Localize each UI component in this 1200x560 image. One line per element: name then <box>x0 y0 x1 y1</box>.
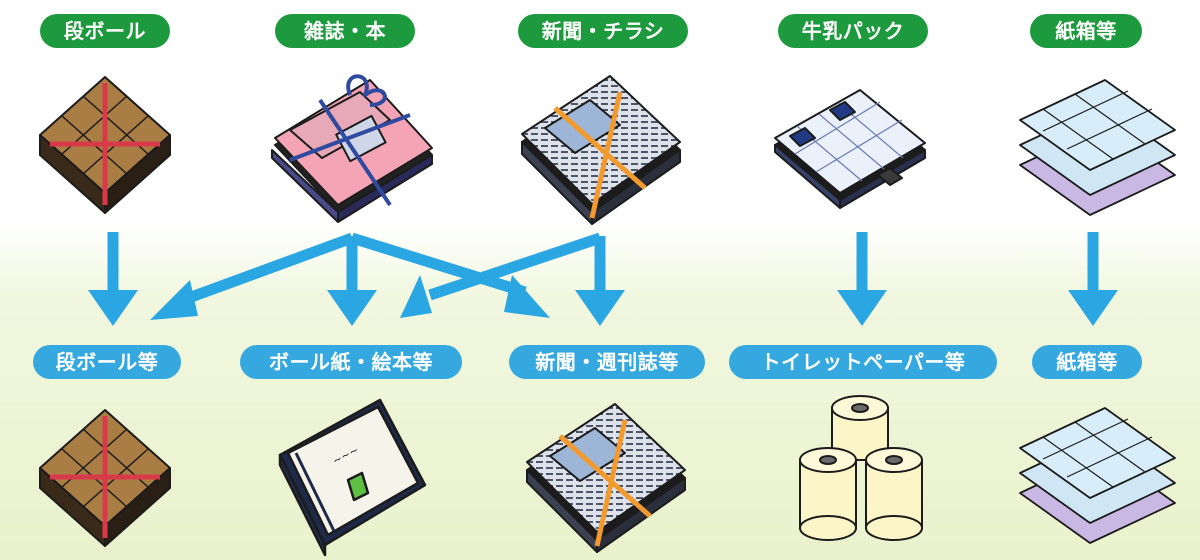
flow-arrowheads <box>88 275 1118 326</box>
source-pill-cardboard: 段ボール <box>40 14 170 48</box>
paper-box-stack-icon <box>1019 79 1176 216</box>
product-pill-newspaper-weeklies: 新聞・週刊誌等 <box>509 345 705 379</box>
source-pill-milk-carton: 牛乳パック <box>778 14 928 48</box>
toilet-paper-rolls-icon <box>799 395 923 541</box>
cardboard-stack-icon <box>39 76 171 214</box>
picture-book-icon: ~~~ <box>278 398 427 557</box>
newspaper-stack-icon <box>521 75 681 225</box>
milk-carton-stack-icon <box>774 89 926 209</box>
source-pill-paper-box: 紙箱等 <box>1030 14 1142 48</box>
magazine-stack-icon <box>271 74 433 223</box>
product-pill-toilet-paper: トイレットペーパー等 <box>729 345 997 379</box>
source-pill-newspaper-flyers: 新聞・チラシ <box>518 14 688 48</box>
product-pill-cardboard: 段ボール等 <box>33 345 181 379</box>
product-pill-boxboard-picture-books: ボール紙・絵本等 <box>240 345 462 379</box>
flow-arrows <box>107 232 1099 309</box>
cardboard-stack-icon <box>39 409 171 547</box>
product-pill-paper-box: 紙箱等 <box>1032 345 1142 379</box>
source-pill-magazines-books: 雑誌・本 <box>275 14 415 48</box>
newspaper-stack-icon <box>526 403 686 553</box>
paper-box-stack-icon <box>1019 407 1176 544</box>
